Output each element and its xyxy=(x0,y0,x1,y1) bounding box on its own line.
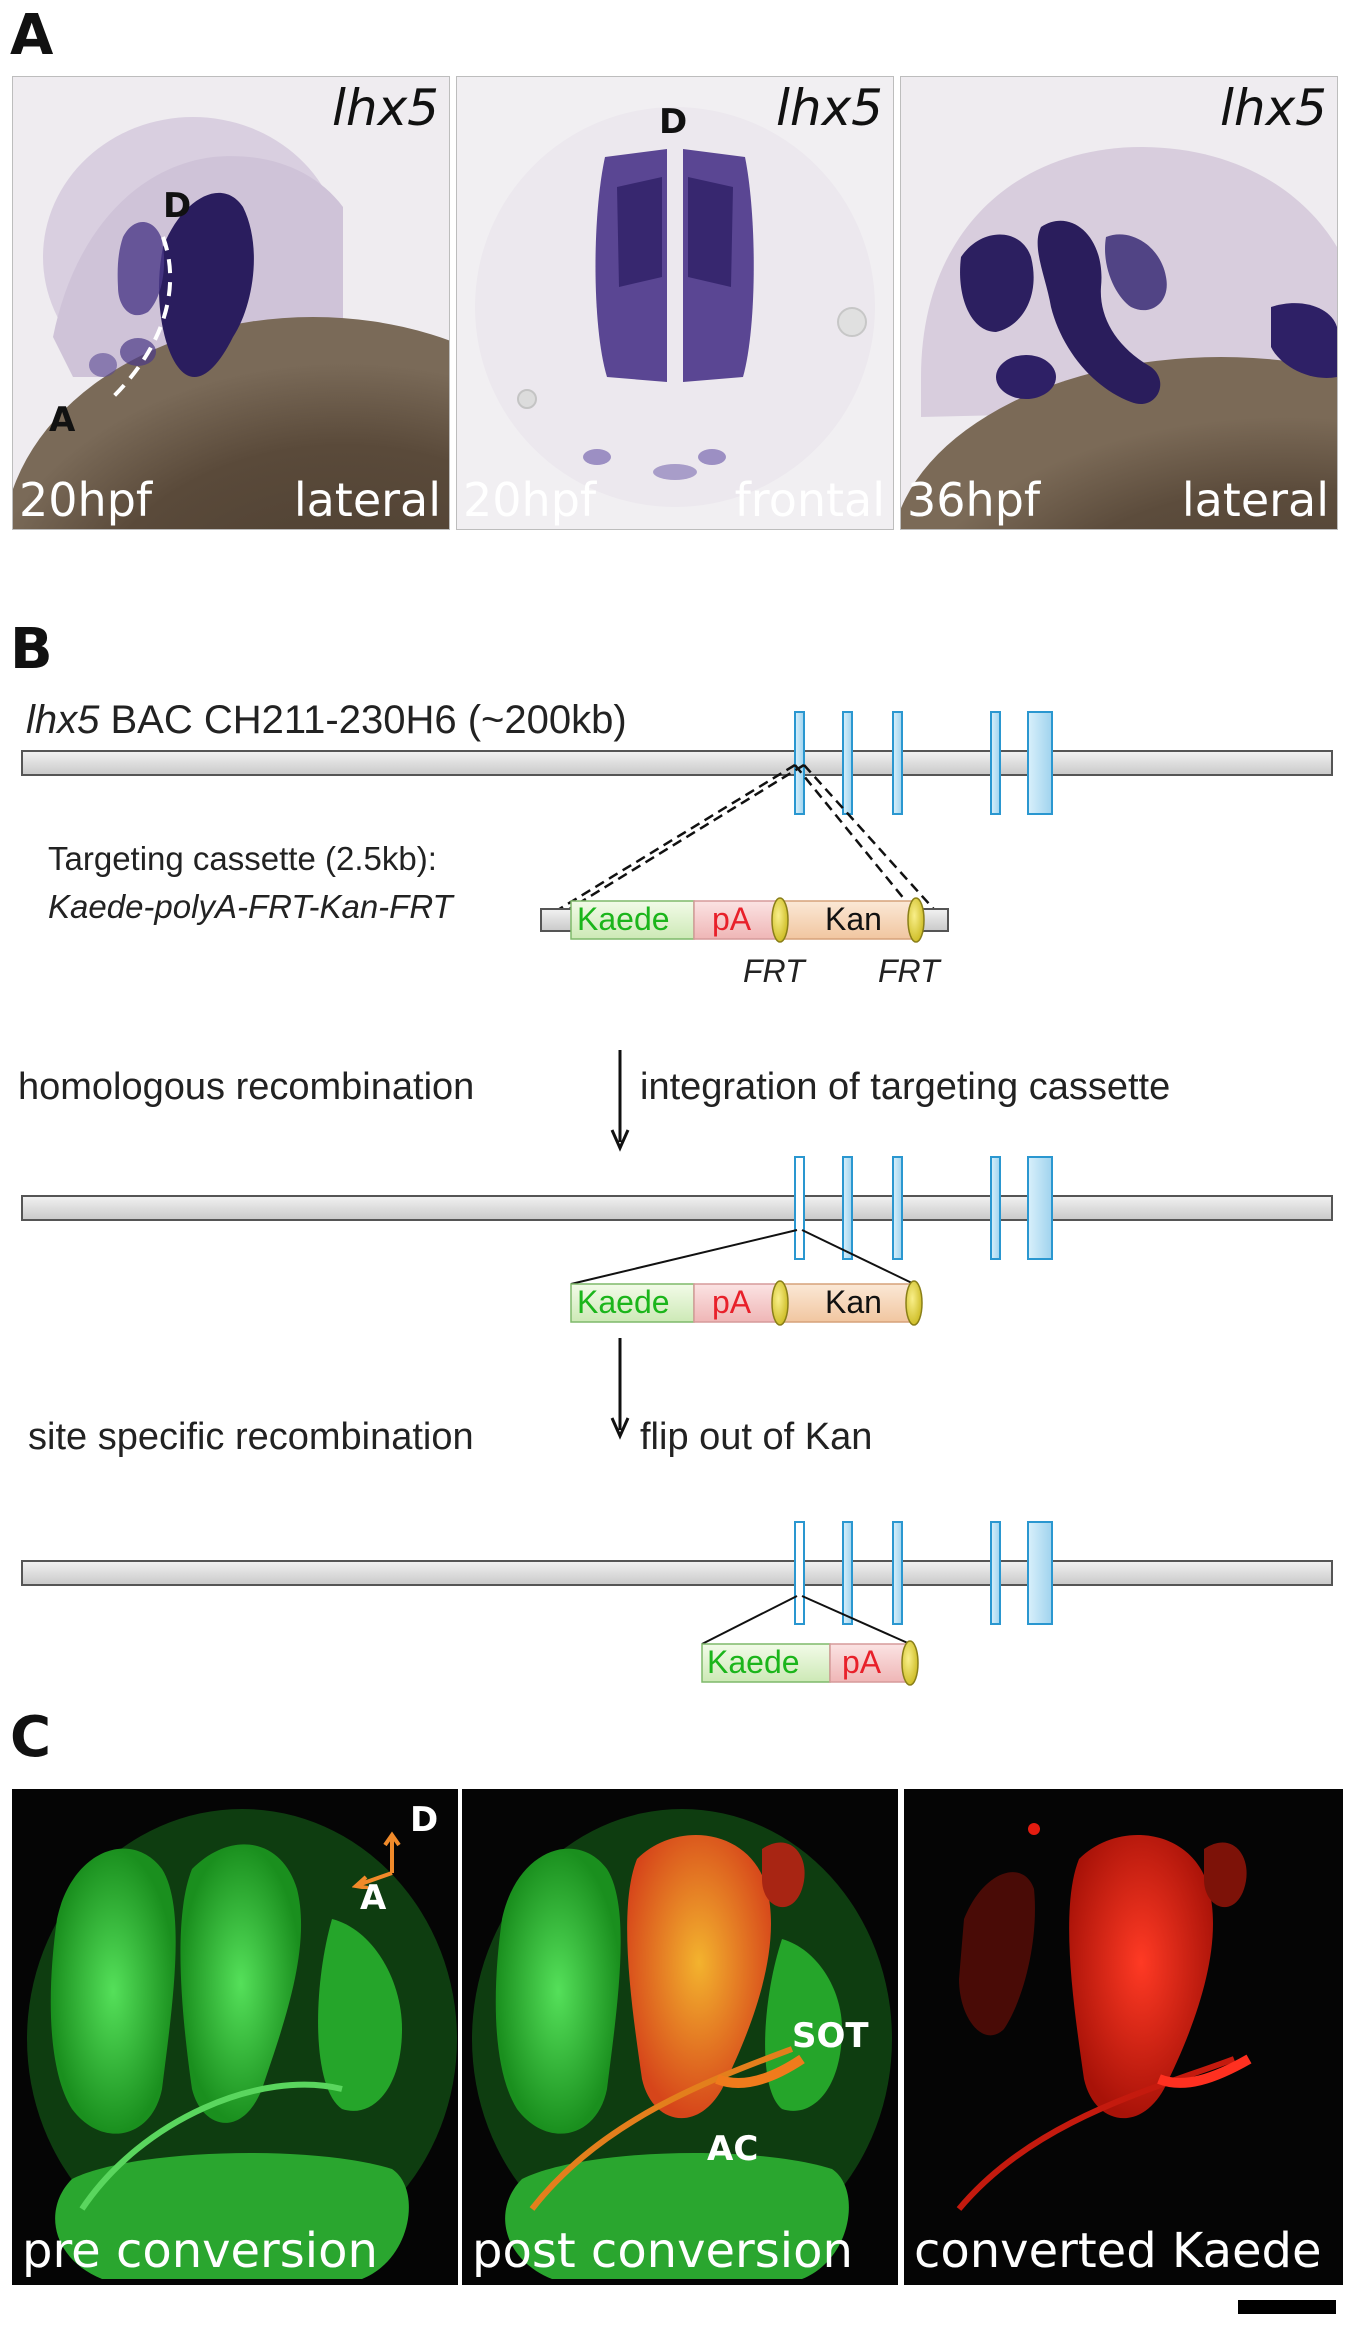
kaede-segment xyxy=(570,900,695,940)
bac-gene-name: lhx5 xyxy=(26,698,100,742)
exon-5 xyxy=(1027,711,1053,815)
exon-3 xyxy=(892,1521,903,1625)
panel-a-letter: A xyxy=(10,3,54,68)
image-label: pre conversion xyxy=(22,2223,378,2279)
view-label: lateral xyxy=(293,473,441,527)
bac-row-3 xyxy=(21,1521,1333,1686)
image-label: converted Kaede xyxy=(914,2223,1322,2279)
anterior-label: A xyxy=(360,1878,387,1918)
targeting-cassette xyxy=(540,897,949,943)
gene-label: lhx5 xyxy=(1220,79,1327,137)
cassette-name: Kaede-polyA-FRT-Kan-FRT xyxy=(48,888,453,925)
dorsal-marker: D xyxy=(659,102,688,142)
frt-site-1 xyxy=(771,897,789,943)
construct-diagram xyxy=(21,711,1333,1686)
ish-image-frontal-20hpf-art xyxy=(475,107,875,507)
fluor-image-post-conversion-art xyxy=(472,1809,892,2279)
step-1-arrowhead xyxy=(610,1129,630,1152)
scale-bar xyxy=(1238,2300,1336,2314)
kan-segment xyxy=(775,1283,917,1323)
gene-label: lhx5 xyxy=(332,79,439,137)
bac-title: lhx5 BAC CH211-230H6 (~200kb) xyxy=(26,700,627,740)
bac-bar xyxy=(21,1560,1333,1586)
frt-site-1 xyxy=(771,1280,789,1326)
exon-2 xyxy=(842,1156,853,1260)
cassette-title: Targeting cassette (2.5kb): xyxy=(48,840,437,877)
pa-label: pA xyxy=(712,1284,752,1320)
step-2-right-label: flip out of Kan xyxy=(640,1416,873,1458)
orientation-arrows xyxy=(352,1831,401,1889)
kaede-segment xyxy=(570,1283,695,1323)
fluor-image-pre-conversion: pre conversion D A xyxy=(12,1789,458,2285)
homology-arm-lines xyxy=(547,763,941,918)
insertion-line-right xyxy=(801,1229,915,1285)
exon-5 xyxy=(1027,1521,1053,1625)
image-label: post conversion xyxy=(472,2223,853,2279)
insertion-line-left xyxy=(570,1229,798,1285)
ish-image-lateral-20hpf: lhx5 D A 20hpf lateral xyxy=(12,76,450,530)
gene-label: lhx5 xyxy=(776,79,883,137)
kan-label: Kan xyxy=(825,901,882,937)
view-label: frontal xyxy=(734,473,885,527)
exon-2 xyxy=(842,1521,853,1625)
kaede-label: Kaede xyxy=(577,1284,670,1320)
bac-bar xyxy=(21,1195,1333,1221)
frt-site xyxy=(901,1640,919,1686)
exon-4 xyxy=(990,711,1001,815)
exon-4 xyxy=(990,1156,1001,1260)
dorsal-label: D xyxy=(410,1800,439,1840)
ish-image-lateral-36hpf: lhx5 36hpf lateral xyxy=(900,76,1338,530)
stage-label: 36hpf xyxy=(907,473,1041,527)
bac-bar xyxy=(21,750,1333,776)
frt-site-2 xyxy=(905,1280,923,1326)
stage-label: 20hpf xyxy=(19,473,153,527)
kaede-label: Kaede xyxy=(707,1644,800,1680)
fluor-image-converted-kaede: converted Kaede xyxy=(904,1789,1343,2285)
exon-5 xyxy=(1027,1156,1053,1260)
bac-description: BAC CH211-230H6 (~200kb) xyxy=(99,698,627,742)
kaede-label: Kaede xyxy=(577,901,670,937)
exon-3 xyxy=(892,711,903,815)
step-1-left-label: homologous recombination xyxy=(18,1066,475,1108)
fluor-image-pre-conversion-art xyxy=(27,1809,457,2279)
pa-label: pA xyxy=(842,1644,882,1680)
exon-4 xyxy=(990,1521,1001,1625)
ish-image-frontal-20hpf: lhx5 D 20hpf frontal xyxy=(456,76,894,530)
pa-segment xyxy=(693,900,777,940)
exon-2 xyxy=(842,711,853,815)
frt-label-2: FRT xyxy=(878,953,940,989)
dorsal-marker: D xyxy=(163,186,192,226)
dorsal-arrow xyxy=(383,1831,401,1873)
anterior-arrow xyxy=(352,1871,393,1889)
fluor-image-post-conversion: post conversion SOT AC xyxy=(462,1789,898,2285)
fluor-image-converted-kaede-art xyxy=(956,1823,1252,2211)
panel-b-letter: B xyxy=(10,617,53,682)
step-1-right-label: integration of targeting cassette xyxy=(640,1066,1171,1108)
kan-label: Kan xyxy=(825,1284,882,1320)
ac-label: AC xyxy=(707,2129,759,2169)
step-2-left-label: site specific recombination xyxy=(28,1416,474,1458)
frt-label-1: FRT xyxy=(743,953,805,989)
exon-3 xyxy=(892,1156,903,1260)
ish-image-lateral-20hpf-art xyxy=(13,117,449,529)
pa-label: pA xyxy=(712,901,752,937)
exon-1-targeted xyxy=(794,1156,805,1260)
step-2-arrowhead xyxy=(610,1417,630,1440)
ish-image-lateral-36hpf-art xyxy=(901,147,1337,529)
stage-label: 20hpf xyxy=(463,473,597,527)
exon-1-targeted xyxy=(794,1521,805,1625)
bac-row-2 xyxy=(21,1156,1333,1326)
sot-label: SOT xyxy=(792,2016,869,2056)
view-label: lateral xyxy=(1181,473,1329,527)
kaede-segment xyxy=(701,1643,831,1683)
panel-c-letter: C xyxy=(10,1705,52,1770)
bac-row-1 xyxy=(21,711,1333,918)
frt-site-2 xyxy=(907,897,925,943)
insertion-line-left xyxy=(701,1595,798,1645)
anterior-marker: A xyxy=(49,400,76,440)
exon-1 xyxy=(794,711,805,815)
insertion-line-right xyxy=(801,1595,911,1645)
pa-segment xyxy=(693,1283,777,1323)
